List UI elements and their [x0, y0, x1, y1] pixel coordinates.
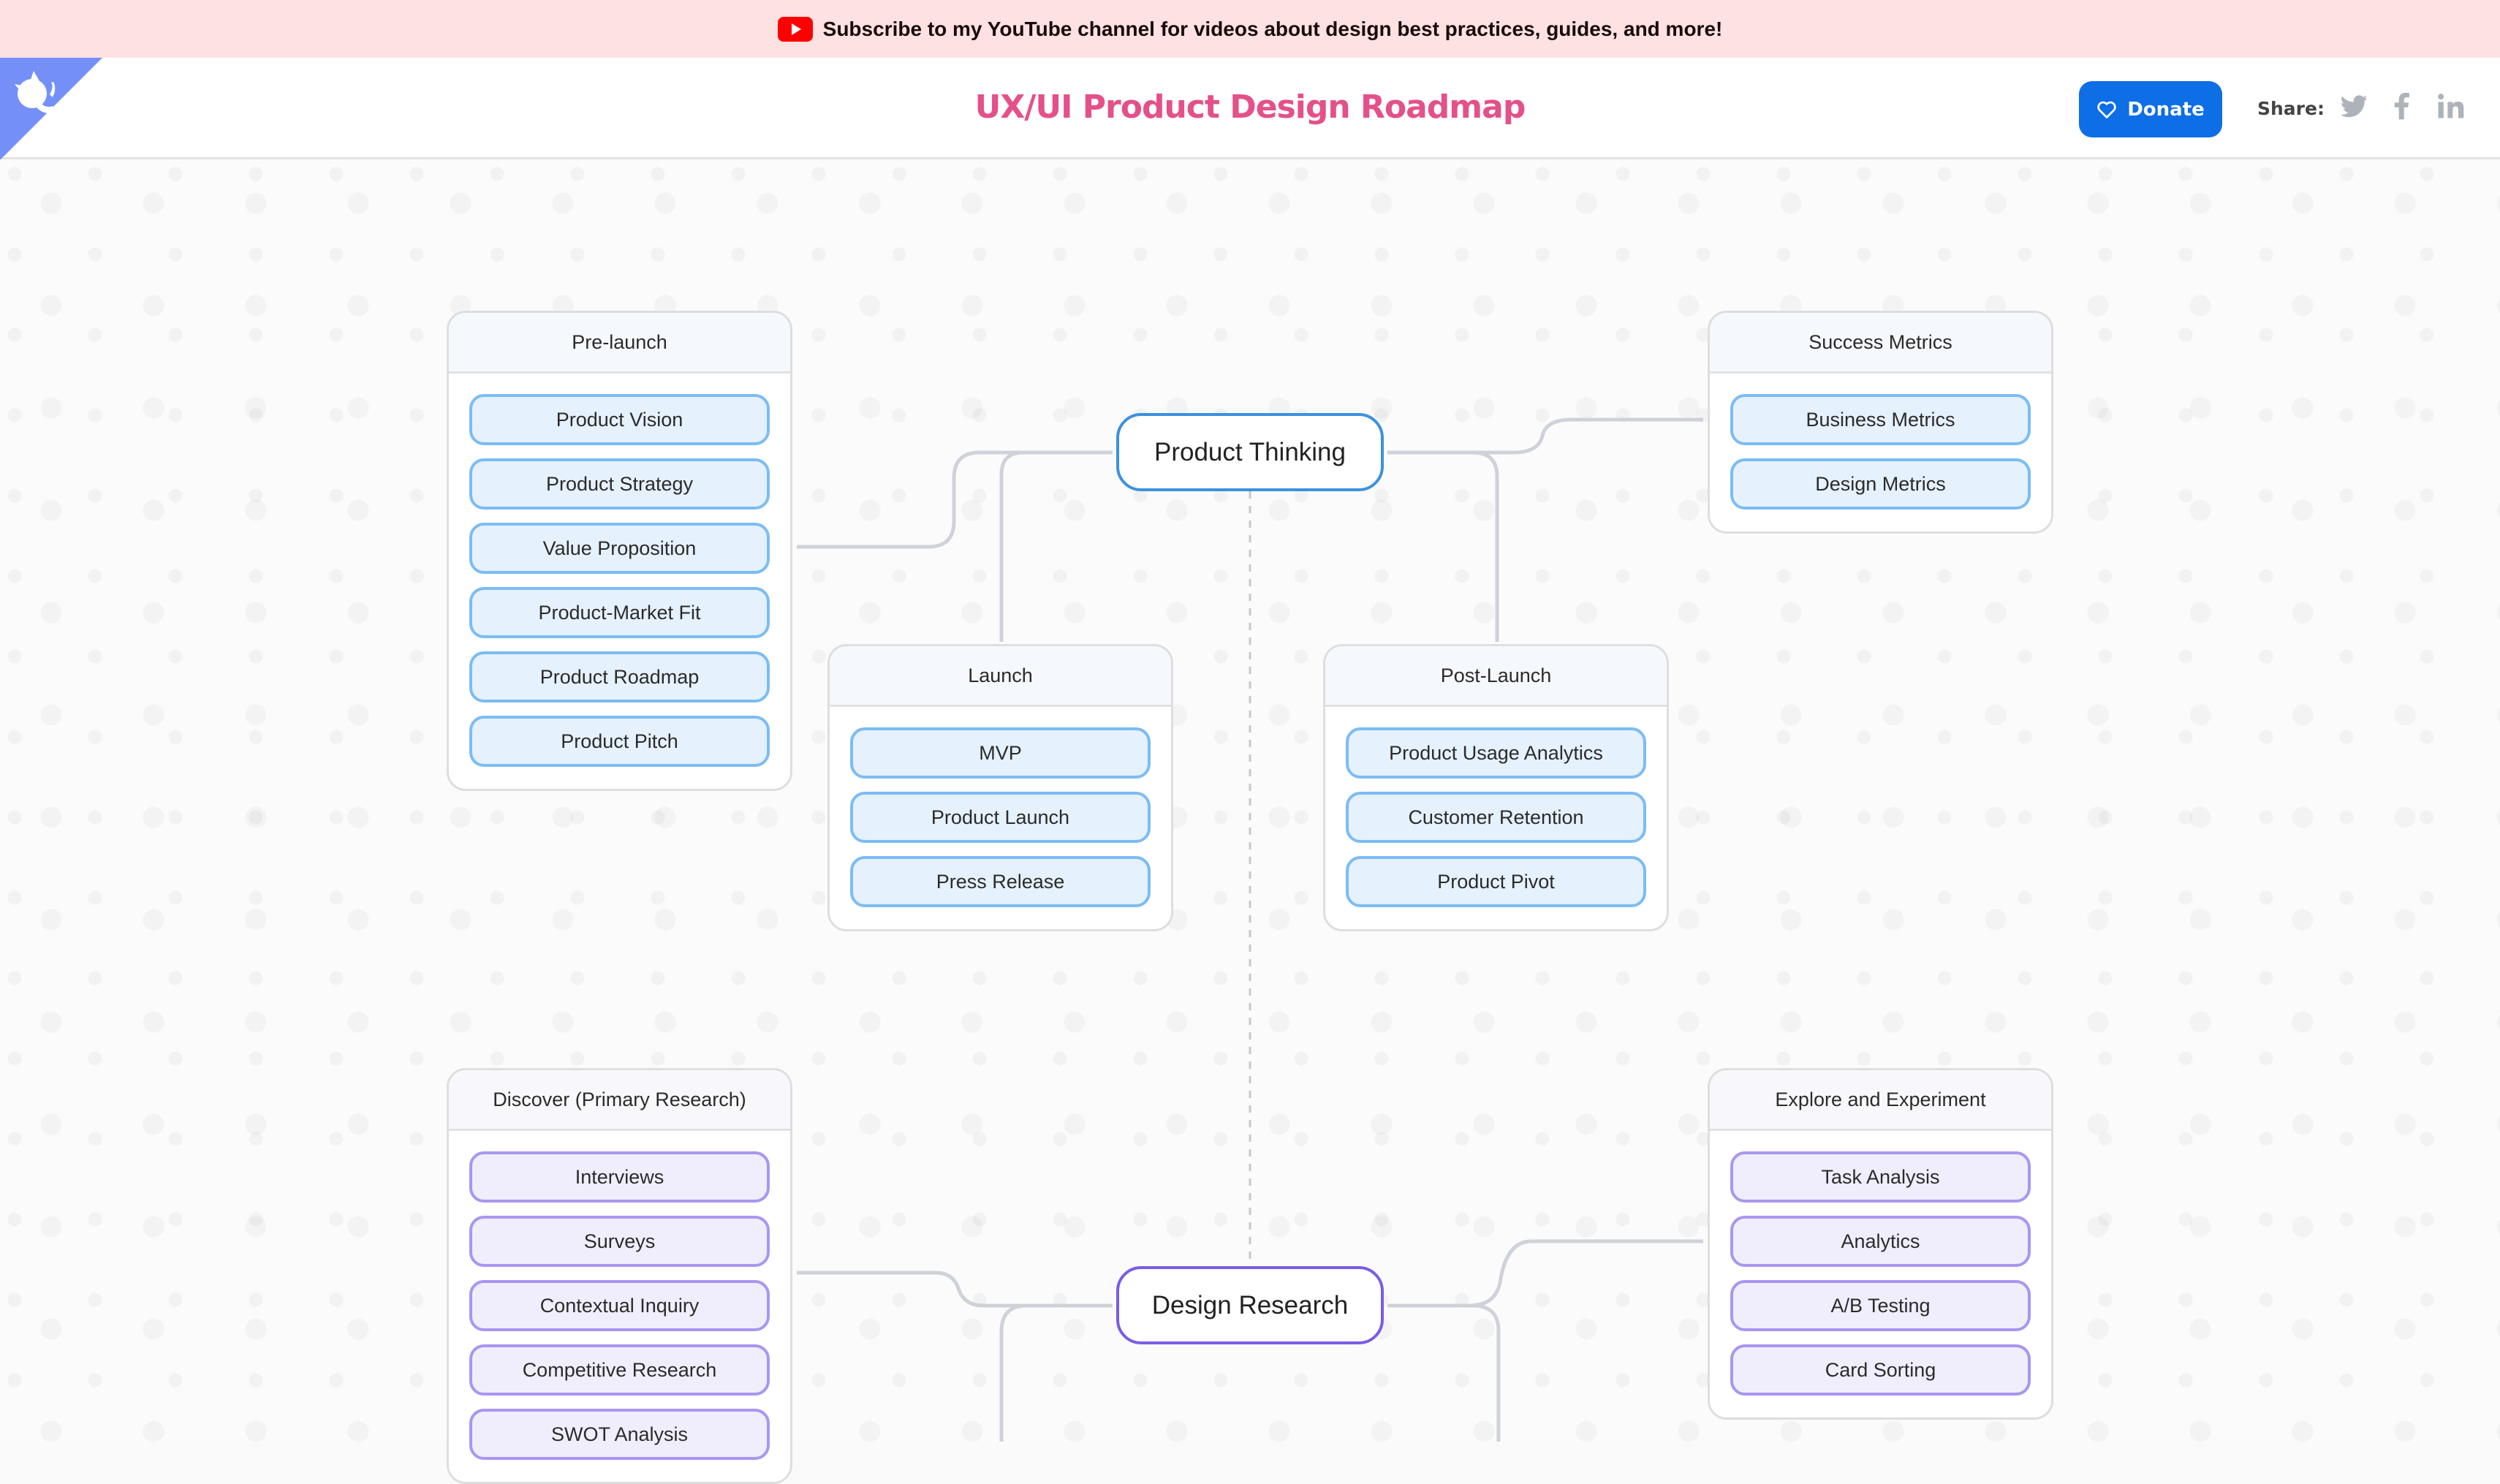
topic-swot-analysis[interactable]: SWOT Analysis [469, 1409, 770, 1460]
share-label: Share: [2257, 98, 2325, 119]
topic-design-metrics[interactable]: Design Metrics [1730, 458, 2031, 510]
roadmap-canvas[interactable] [0, 159, 2500, 1442]
youtube-icon [777, 16, 813, 42]
card-launch: Launch MVP Product Launch Press Release [827, 644, 1173, 931]
card-title: Success Metrics [1710, 313, 2051, 374]
topic-card-sorting[interactable]: Card Sorting [1730, 1344, 2031, 1396]
topic-customer-retention[interactable]: Customer Retention [1346, 792, 1646, 843]
node-product-thinking[interactable]: Product Thinking [1116, 413, 1384, 491]
topic-product-strategy[interactable]: Product Strategy [469, 458, 770, 510]
heart-icon [2097, 101, 2116, 118]
topic-product-pitch[interactable]: Product Pitch [469, 716, 770, 767]
page-title: UX/UI Product Design Roadmap [974, 88, 1526, 126]
card-success-metrics: Success Metrics Business Metrics Design … [1708, 311, 2053, 534]
youtube-banner[interactable]: Subscribe to my YouTube channel for vide… [0, 0, 2500, 58]
topic-product-market-fit[interactable]: Product-Market Fit [469, 587, 770, 638]
topic-surveys[interactable]: Surveys [469, 1216, 770, 1267]
card-discover: Discover (Primary Research) Interviews S… [447, 1068, 792, 1484]
card-title: Explore and Experiment [1710, 1070, 2051, 1131]
node-design-research[interactable]: Design Research [1116, 1266, 1384, 1344]
linkedin-icon[interactable] [2434, 90, 2466, 122]
donate-label: Donate [2127, 98, 2205, 121]
donate-button[interactable]: Donate [2079, 81, 2222, 137]
topic-value-proposition[interactable]: Value Proposition [469, 523, 770, 574]
card-explore-experiment: Explore and Experiment Task Analysis Ana… [1708, 1068, 2053, 1420]
topic-analytics[interactable]: Analytics [1730, 1216, 2031, 1267]
topic-business-metrics[interactable]: Business Metrics [1730, 394, 2031, 445]
topic-press-release[interactable]: Press Release [850, 856, 1151, 907]
topic-ab-testing[interactable]: A/B Testing [1730, 1280, 2031, 1331]
topic-product-pivot[interactable]: Product Pivot [1346, 856, 1646, 907]
card-title: Discover (Primary Research) [449, 1070, 790, 1131]
facebook-icon[interactable] [2385, 90, 2417, 122]
card-post-launch: Post-Launch Product Usage Analytics Cust… [1323, 644, 1669, 931]
card-title: Launch [830, 646, 1171, 707]
topic-mvp[interactable]: MVP [850, 727, 1151, 779]
topic-product-roadmap[interactable]: Product Roadmap [469, 651, 770, 703]
topic-product-vision[interactable]: Product Vision [469, 394, 770, 445]
topic-product-usage-analytics[interactable]: Product Usage Analytics [1346, 727, 1646, 779]
card-title: Pre-launch [449, 313, 790, 374]
banner-text[interactable]: Subscribe to my YouTube channel for vide… [822, 17, 1723, 40]
topic-competitive-research[interactable]: Competitive Research [469, 1344, 770, 1396]
topic-contextual-inquiry[interactable]: Contextual Inquiry [469, 1280, 770, 1331]
card-title: Post-Launch [1325, 646, 1667, 707]
topic-product-launch[interactable]: Product Launch [850, 792, 1151, 843]
topic-interviews[interactable]: Interviews [469, 1151, 770, 1203]
card-pre-launch: Pre-launch Product Vision Product Strate… [447, 311, 792, 791]
header: UX/UI Product Design Roadmap Donate Shar… [0, 58, 2500, 160]
github-octocat-icon[interactable] [0, 58, 102, 160]
twitter-icon[interactable] [2338, 90, 2370, 122]
topic-task-analysis[interactable]: Task Analysis [1730, 1151, 2031, 1203]
